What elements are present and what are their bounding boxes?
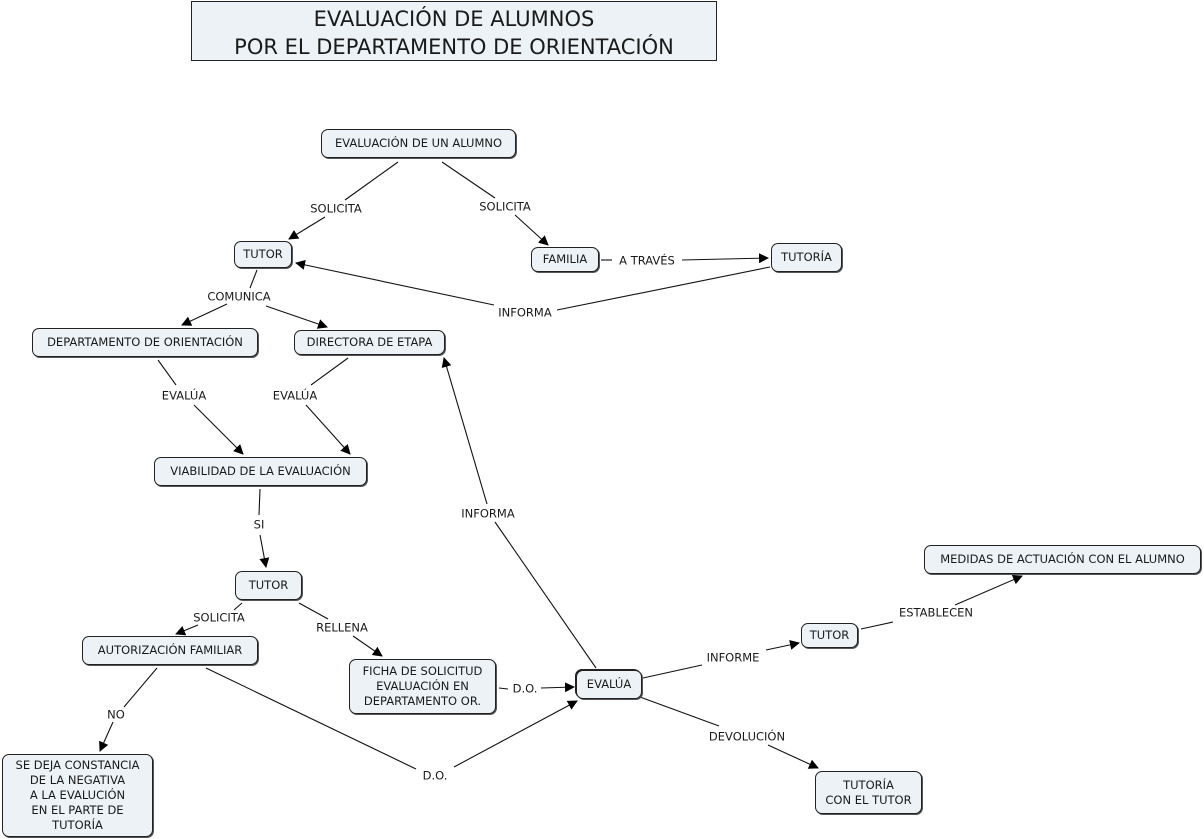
link-label-informa-tutoria: INFORMA bbox=[496, 305, 554, 320]
edge-do-ficha-b bbox=[540, 682, 575, 693]
edge-solicita-tutor-a bbox=[344, 161, 399, 201]
edge-solicita-familia-a bbox=[441, 161, 496, 199]
edge-evalua-dpto-a bbox=[157, 359, 177, 386]
link-label-informe: INFORME bbox=[704, 650, 762, 665]
node-autorizacion-familiar[interactable]: AUTORIZACIÓN FAMILIAR bbox=[82, 636, 258, 665]
node-tutor-right[interactable]: TUTOR bbox=[801, 623, 858, 648]
edge-no-b bbox=[99, 721, 114, 752]
edge-evalua-dpto-b bbox=[193, 404, 244, 455]
node-evaluacion-alumno[interactable]: EVALUACIÓN DE UN ALUMNO bbox=[321, 129, 516, 158]
edge-informa-dir-b bbox=[441, 357, 488, 505]
edge-informe-b bbox=[765, 639, 800, 651]
edge-informa-tutoria-b bbox=[295, 259, 495, 306]
edge-solicita-aut-b bbox=[175, 624, 199, 636]
node-medidas-actuacion[interactable]: MEDIDAS DE ACTUACIÓN CON EL ALUMNO bbox=[924, 545, 1201, 574]
title-line-1: EVALUACIÓN DE ALUMNOS bbox=[313, 7, 595, 31]
link-label-evalua-dpto: EVALÚA bbox=[159, 388, 209, 403]
node-tutor-top[interactable]: TUTOR bbox=[234, 241, 292, 268]
node-se-deja-constancia[interactable]: SE DEJA CONSTANCIA DE LA NEGATIVA A LA E… bbox=[2, 754, 153, 837]
link-label-si: SI bbox=[251, 517, 267, 532]
diagram-title: EVALUACIÓN DE ALUMNOS POR EL DEPARTAMENT… bbox=[191, 1, 717, 61]
edge-informe-a bbox=[642, 664, 703, 679]
link-label-informa-directora: INFORMA bbox=[459, 506, 517, 521]
node-departamento-orientacion[interactable]: DEPARTAMENTO DE ORIENTACIÓN bbox=[32, 328, 258, 357]
edge-evalua-directora-b bbox=[305, 404, 351, 455]
edge-evalua-directora-a bbox=[310, 357, 349, 386]
node-familia[interactable]: FAMILIA bbox=[531, 247, 599, 272]
edge-solicita-aut-a bbox=[233, 602, 243, 611]
edge-solicita-tutor-b bbox=[288, 216, 326, 240]
link-label-evalua-directora: EVALÚA bbox=[270, 388, 320, 403]
edge-no-a bbox=[123, 667, 158, 708]
edge-solicita-familia-b bbox=[514, 214, 549, 246]
link-label-rellena: RELLENA bbox=[314, 620, 370, 635]
link-label-do-autorizacion: D.O. bbox=[420, 768, 450, 783]
node-directora-etapa[interactable]: DIRECTORA DE ETAPA bbox=[294, 330, 445, 355]
link-label-comunica: COMUNICA bbox=[205, 289, 273, 304]
link-label-do-ficha: D.O. bbox=[510, 681, 540, 696]
node-viabilidad[interactable]: VIABILIDAD DE LA EVALUACIÓN bbox=[154, 457, 367, 486]
edge-si-a bbox=[258, 488, 261, 516]
link-label-devolucion: DEVOLUCIÓN bbox=[706, 729, 788, 744]
link-label-no: NO bbox=[105, 707, 127, 722]
link-label-solicita-autorizacion: SOLICITA bbox=[191, 610, 247, 625]
edge-devolucion-b bbox=[767, 744, 819, 769]
edge-devolucion-a bbox=[639, 696, 720, 727]
node-evalua[interactable]: EVALÚA bbox=[576, 670, 642, 699]
link-label-solicita-familia: SOLICITA bbox=[477, 199, 533, 214]
node-tutoria-con-tutor[interactable]: TUTORÍA CON EL TUTOR bbox=[815, 771, 922, 814]
edge-comunica-b bbox=[181, 303, 228, 326]
edge-informa-dir-a bbox=[494, 521, 597, 669]
link-label-a-traves: A TRAVÉS bbox=[617, 253, 677, 268]
edge-a-traves-b bbox=[681, 253, 769, 264]
node-ficha-solicitud[interactable]: FICHA DE SOLICITUD EVALUACIÓN EN DEPARTA… bbox=[349, 659, 496, 714]
edge-establecen-b bbox=[954, 574, 1023, 606]
edge-si-b bbox=[259, 534, 270, 568]
edge-rellena-a bbox=[298, 602, 329, 620]
node-tutor-mid[interactable]: TUTOR bbox=[235, 571, 302, 600]
edge-do-aut-b bbox=[453, 700, 578, 768]
link-label-establecen: ESTABLECEN bbox=[896, 605, 976, 620]
edge-rellena-b bbox=[352, 635, 383, 657]
link-label-solicita-tutor: SOLICITA bbox=[308, 201, 364, 216]
edge-establecen-a bbox=[860, 621, 894, 630]
title-line-2: POR EL DEPARTAMENTO DE ORIENTACIÓN bbox=[234, 35, 674, 59]
edge-informa-tutoria-a bbox=[556, 266, 771, 311]
edge-comunica-c bbox=[265, 305, 328, 329]
edge-do-ficha-a bbox=[498, 687, 509, 690]
edge-do-aut-a bbox=[205, 667, 417, 770]
edge-comunica-a bbox=[249, 269, 258, 289]
node-tutoria[interactable]: TUTORÍA bbox=[771, 243, 842, 272]
